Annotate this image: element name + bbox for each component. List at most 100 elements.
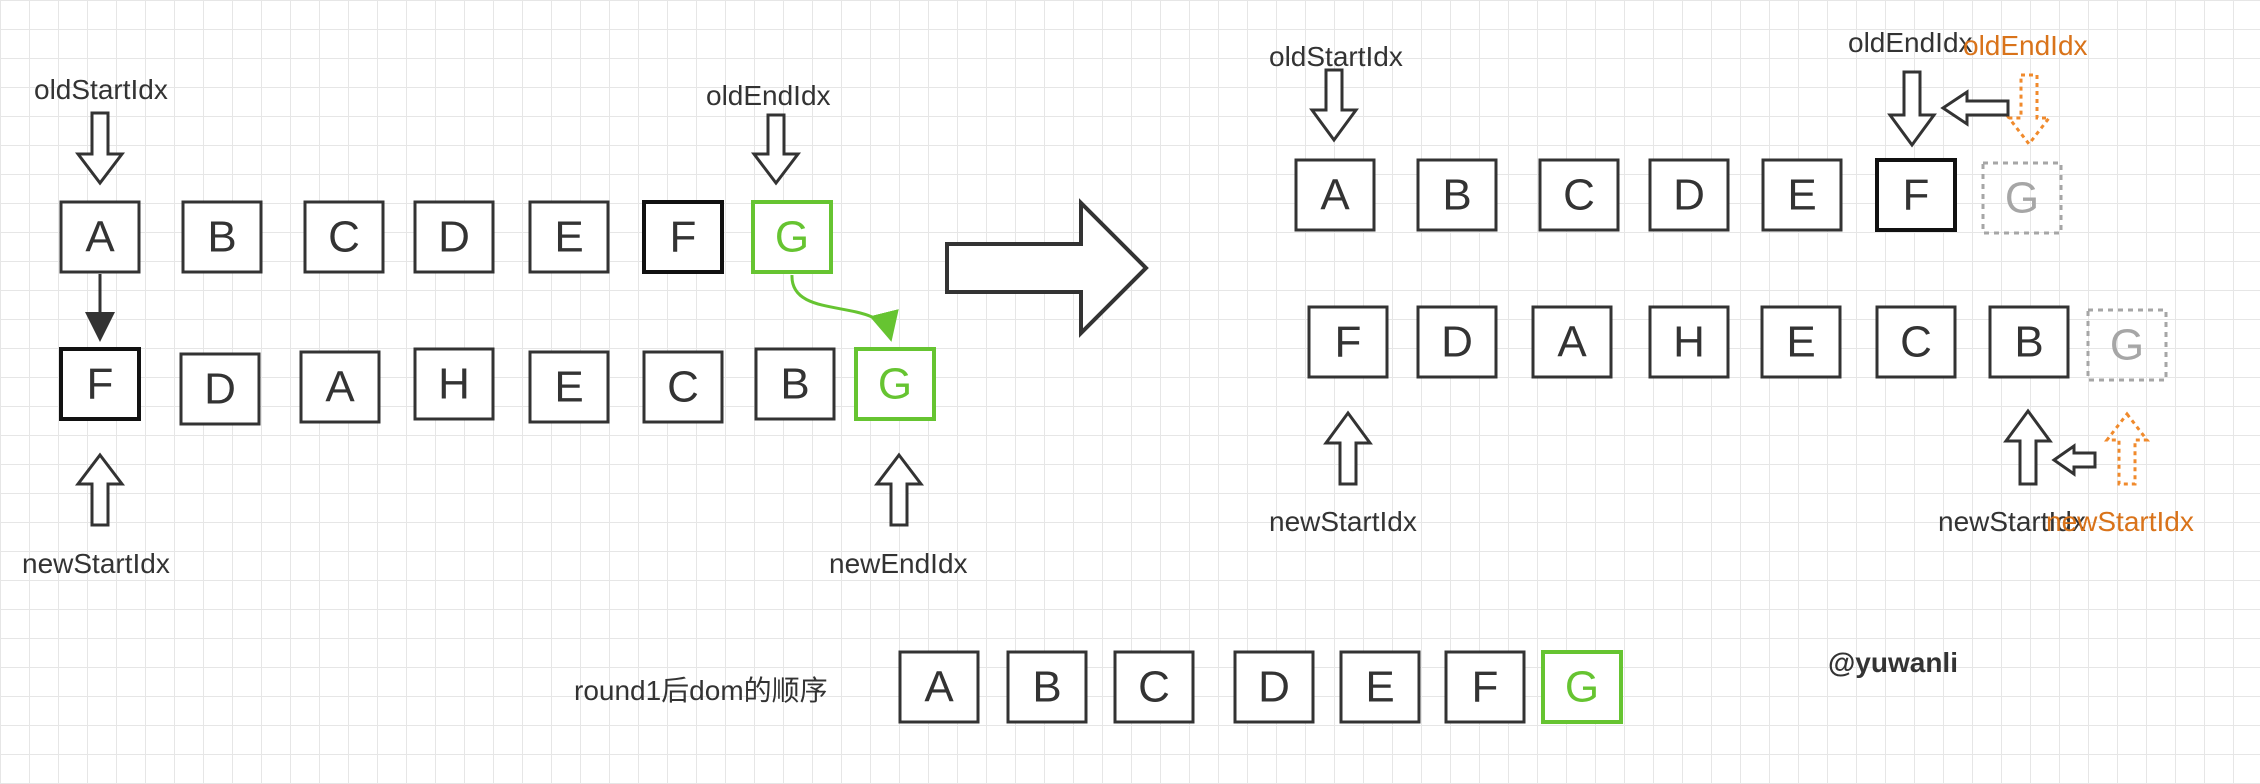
dom-node-f: F <box>1444 650 1526 724</box>
left-new-node-h: H <box>413 347 495 421</box>
left-old-end-label: oldEndIdx <box>706 80 831 111</box>
svg-text:A: A <box>325 363 355 412</box>
right-new-start-prev-arrow-icon <box>2103 411 2151 486</box>
left-new-end-arrow-icon <box>873 452 925 527</box>
right-old-node-b: B <box>1416 158 1498 232</box>
svg-text:F: F <box>1335 318 1362 367</box>
svg-text:B: B <box>1442 171 1471 220</box>
transition-arrow-icon <box>945 198 1149 338</box>
right-old-end-prev-arrow-icon <box>2005 73 2053 147</box>
svg-text:B: B <box>2014 318 2043 367</box>
right-new-start-arrow-icon <box>1323 410 1373 486</box>
svg-text:D: D <box>1441 318 1473 367</box>
right-old-end-prev-label: oldEndIdx <box>1963 30 2088 61</box>
right-old-node-a: A <box>1294 158 1376 232</box>
right-new-node-a: A <box>1531 305 1613 379</box>
svg-text:G: G <box>775 213 809 262</box>
left-old-node-a: A <box>59 200 141 274</box>
right-old-end-label: oldEndIdx <box>1848 27 1973 58</box>
left-old-node-d: D <box>413 200 495 274</box>
right-old-node-d: D <box>1648 158 1730 232</box>
svg-text:F: F <box>87 360 114 409</box>
svg-text:E: E <box>554 363 583 412</box>
author-credit: @yuwanli <box>1828 647 1958 678</box>
dom-node-e: E <box>1339 650 1421 724</box>
left-new-node-b: B <box>754 347 836 421</box>
dom-node-d: D <box>1233 650 1315 724</box>
right-new-node-b: B <box>1988 305 2070 379</box>
left-new-node-e: E <box>528 350 610 424</box>
dom-node-c: C <box>1113 650 1195 724</box>
svg-text:D: D <box>1673 171 1705 220</box>
right-old-node-g-ghost: G <box>1981 161 2063 235</box>
right-old-start-arrow-icon <box>1309 68 1359 143</box>
right-new-node-e: E <box>1760 305 1842 379</box>
svg-text:G: G <box>2005 174 2039 223</box>
right-new-node-h: H <box>1648 305 1730 379</box>
right-old-node-c: C <box>1538 158 1620 232</box>
right-new-start-moved-label: newStartIdx <box>1938 506 2086 537</box>
right-old-end-shift-arrow-icon <box>1940 89 2010 127</box>
svg-text:B: B <box>207 213 236 262</box>
svg-text:H: H <box>438 360 470 409</box>
right-new-start-moved-arrow-icon <box>2003 408 2053 486</box>
right-old-start-label: oldStartIdx <box>1269 41 1403 72</box>
left-new-start-arrow-icon <box>74 452 126 527</box>
left-old-end-arrow-icon <box>750 113 802 186</box>
svg-text:E: E <box>1365 663 1394 712</box>
left-old-node-g: G <box>751 200 833 274</box>
svg-text:C: C <box>1900 318 1932 367</box>
left-old-start-arrow-icon <box>74 111 126 186</box>
left-new-end-label: newEndIdx <box>829 548 968 579</box>
right-new-start-shift-arrow-icon <box>2051 443 2097 477</box>
svg-text:F: F <box>670 213 697 262</box>
right-new-node-f: F <box>1307 305 1389 379</box>
svg-text:H: H <box>1673 318 1705 367</box>
right-new-node-c: C <box>1875 305 1957 379</box>
dom-node-g: G <box>1541 650 1623 724</box>
svg-text:C: C <box>1138 663 1170 712</box>
right-new-node-g-ghost: G <box>2086 308 2168 382</box>
svg-text:A: A <box>924 663 954 712</box>
svg-text:D: D <box>204 365 236 414</box>
svg-text:A: A <box>1557 318 1587 367</box>
left-old-node-e: E <box>528 200 610 274</box>
dom-order-caption: round1后dom的顺序 <box>574 675 828 706</box>
right-old-end-arrow-icon <box>1887 70 1937 148</box>
left-old-node-c: C <box>303 200 385 274</box>
right-new-start-prev-label: newStartIdx <box>2046 506 2194 537</box>
svg-text:F: F <box>1472 663 1499 712</box>
svg-text:D: D <box>1258 663 1290 712</box>
right-new-start-label: newStartIdx <box>1269 506 1417 537</box>
svg-text:G: G <box>2110 321 2144 370</box>
svg-text:B: B <box>1032 663 1061 712</box>
left-new-node-a: A <box>299 350 381 424</box>
left-new-node-f: F <box>59 347 141 421</box>
svg-text:D: D <box>438 213 470 262</box>
dom-node-b: B <box>1006 650 1088 724</box>
left-old-node-f: F <box>642 200 724 274</box>
left-new-node-g: G <box>854 347 936 421</box>
svg-text:E: E <box>1787 171 1816 220</box>
left-new-start-label: newStartIdx <box>22 548 170 579</box>
right-old-node-f: F <box>1875 158 1957 232</box>
left-old-start-label: oldStartIdx <box>34 74 168 105</box>
svg-text:E: E <box>554 213 583 262</box>
right-new-node-d: D <box>1416 305 1498 379</box>
svg-text:G: G <box>878 360 912 409</box>
left-new-node-d: D <box>179 352 261 426</box>
svg-text:B: B <box>780 360 809 409</box>
right-old-node-e: E <box>1761 158 1843 232</box>
svg-text:G: G <box>1565 663 1599 712</box>
green-match-connector-arrow <box>790 274 899 342</box>
left-new-node-c: C <box>642 350 724 424</box>
svg-text:C: C <box>1563 171 1595 220</box>
svg-text:C: C <box>667 363 699 412</box>
left-old-node-b: B <box>181 200 263 274</box>
svg-text:E: E <box>1786 318 1815 367</box>
svg-text:F: F <box>1903 171 1930 220</box>
svg-text:C: C <box>328 213 360 262</box>
svg-text:A: A <box>1320 171 1350 220</box>
svg-text:A: A <box>85 213 115 262</box>
